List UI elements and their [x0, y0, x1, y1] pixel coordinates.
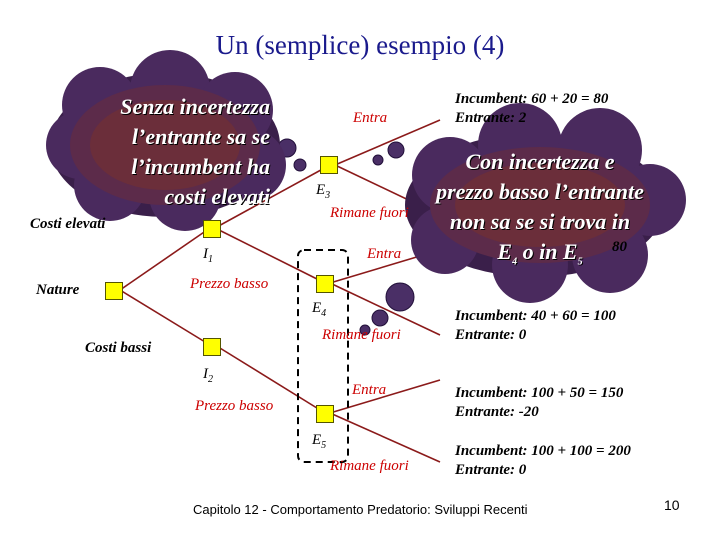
payoff-1: Incumbent: 60 + 20 = 80 Entrante: 2	[455, 90, 608, 128]
entrant-node-e3	[320, 156, 338, 174]
branch-costi-elevati: Costi elevati	[30, 216, 106, 232]
incumbent-node-i1	[203, 220, 221, 238]
e3-label: E3	[316, 182, 331, 201]
nature-label: Nature	[36, 282, 80, 298]
nature-node	[105, 282, 123, 300]
right-callout-line: E4 o in E5	[497, 239, 583, 268]
left-callout-line: l’incumbent ha	[131, 154, 270, 179]
bubble-dot	[371, 309, 389, 327]
branch-costi-bassi: Costi bassi	[85, 340, 152, 356]
branch-rimane-fuori-e4: Rimane fuori	[322, 327, 401, 343]
entrant-node-e4	[316, 275, 334, 293]
edge-prezzo-basso-1	[214, 227, 326, 284]
payoff-1-entrante: Entrante: 2	[455, 110, 527, 126]
payoff-4: Incumbent: 100 + 50 = 150 Entrante: -20	[455, 384, 623, 422]
footer-text: Capitolo 12 - Comportamento Predatorio: …	[193, 502, 528, 517]
payoff-5-entrante: Entrante: 0	[455, 462, 527, 478]
bubble-dot	[359, 324, 371, 336]
right-cloud-shape	[405, 103, 686, 303]
entrant-node-e5	[316, 405, 334, 423]
branch-rimane-fuori-e5: Rimane fuori	[330, 458, 409, 474]
e4-label: E4	[312, 300, 327, 319]
payoff-3-incumbent: Incumbent: 40 + 60 = 100	[455, 308, 616, 324]
left-cloud-shape	[46, 50, 286, 231]
right-callout: Con incertezza e prezzo basso l’entrante…	[400, 147, 680, 277]
right-callout-line: prezzo basso l’entrante	[436, 179, 644, 204]
payoff-4-incumbent: Incumbent: 100 + 50 = 150	[455, 385, 624, 401]
payoff-2-visible-tail: 80	[612, 239, 627, 255]
i2-label: I2	[203, 366, 213, 385]
branch-entra-e3: Entra	[353, 110, 388, 126]
edge-e3-entra	[334, 119, 441, 166]
edge-i1-upper	[214, 164, 331, 229]
slide-title: Un (semplice) esempio (4)	[215, 30, 505, 60]
payoff-1-incumbent: Incumbent: 60 + 20 = 80	[455, 91, 609, 107]
edge-e4-rimane	[329, 282, 441, 336]
right-callout-line: Con incertezza e	[465, 149, 615, 174]
branch-rimane-fuori-e3: Rimane fuori	[330, 205, 409, 221]
bubble-dot	[385, 282, 415, 312]
bubble-dot	[372, 154, 384, 166]
payoff-3: Incumbent: 40 + 60 = 100 Entrante: 0	[455, 307, 616, 345]
i1-label: I1	[203, 246, 213, 265]
information-set-box	[297, 249, 349, 463]
left-callout-line: l’entrante sa se	[131, 124, 270, 149]
branch-prezzo-basso-2: Prezzo basso	[195, 398, 274, 414]
payoff-3-entrante: Entrante: 0	[455, 327, 527, 343]
bubble-dot	[387, 141, 405, 159]
branch-entra-e5: Entra	[352, 382, 387, 398]
page-number: 10	[664, 497, 680, 513]
right-callout-line: non sa se si trova in	[449, 209, 631, 234]
payoff-5-incumbent: Incumbent: 100 + 100 = 200	[455, 443, 631, 459]
e5-label: E5	[312, 432, 327, 451]
edge-prezzo-basso-2	[214, 344, 326, 414]
payoff-4-entrante: Entrante: -20	[455, 404, 539, 420]
edge-e5-rimane	[329, 412, 441, 463]
edge-costi-bassi	[119, 289, 211, 346]
branch-entra-e4: Entra	[367, 246, 402, 262]
left-callout: Senza incertezza l’entrante sa se l’incu…	[70, 92, 270, 212]
bubble-dot	[293, 158, 307, 172]
edge-costi-elevati	[119, 227, 211, 291]
left-callout-line: costi elevati	[164, 184, 270, 209]
incumbent-node-i2	[203, 338, 221, 356]
branch-prezzo-basso-1: Prezzo basso	[190, 276, 269, 292]
payoff-5: Incumbent: 100 + 100 = 200 Entrante: 0	[455, 442, 631, 480]
left-callout-line: Senza incertezza	[120, 94, 270, 119]
